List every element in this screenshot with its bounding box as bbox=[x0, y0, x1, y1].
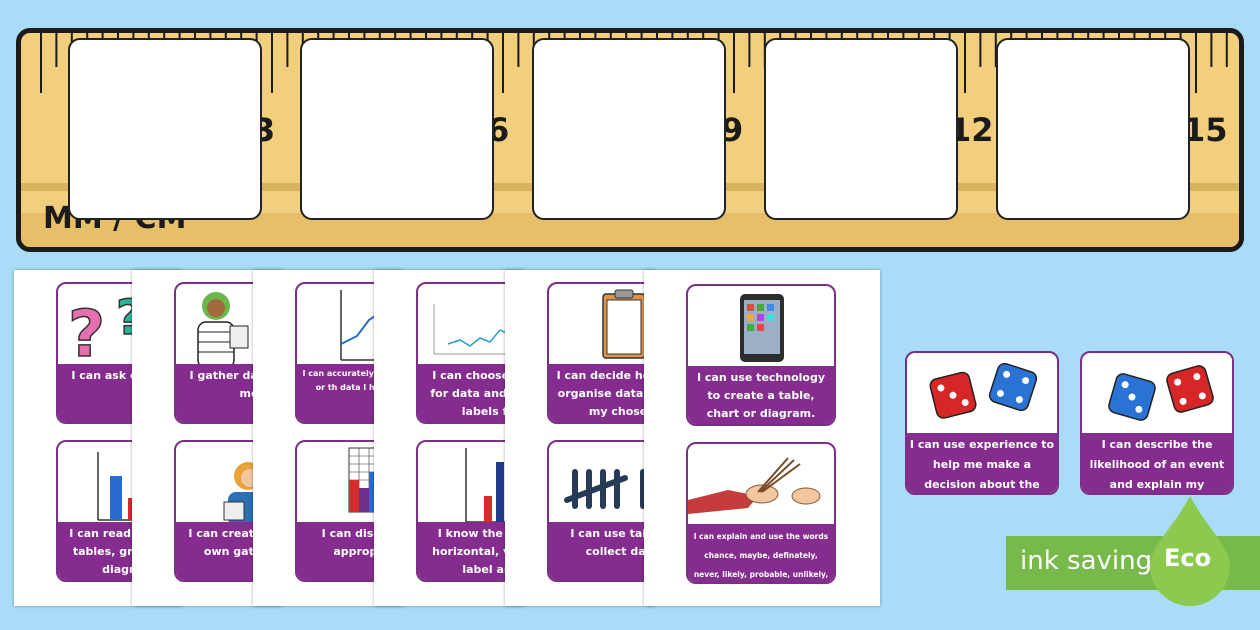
likelihood-card[interactable]: I can describe the likelihood of an even… bbox=[1080, 351, 1234, 495]
eco-leaf-icon bbox=[1150, 496, 1230, 606]
skill-card[interactable]: I know the words horizontal, vertical la… bbox=[416, 440, 524, 582]
blank-slot[interactable] bbox=[764, 38, 958, 220]
skill-card[interactable]: I can use tally to collect data bbox=[547, 440, 655, 582]
svg-text:?: ? bbox=[68, 298, 105, 368]
card-text: I can use technology to create a table, … bbox=[688, 366, 834, 424]
card-sheet: I can choose a title for data and simple… bbox=[374, 270, 524, 606]
dice-icon bbox=[1108, 365, 1214, 421]
question-marks-icon: ? ? bbox=[67, 289, 144, 368]
likelihood-card[interactable]: I can use experience to help me make a d… bbox=[905, 351, 1059, 495]
card-text: I can decide how and organise data justi… bbox=[549, 364, 655, 422]
eco-label: Eco bbox=[1164, 544, 1212, 572]
ink-saving-text: ink saving bbox=[1020, 546, 1153, 576]
dice-icon bbox=[929, 362, 1038, 419]
card-text: I can explain and use the words chance, … bbox=[688, 524, 834, 582]
girl-with-clipboard-icon bbox=[197, 292, 249, 368]
card-text: I can describe the likelihood of an even… bbox=[1082, 433, 1232, 493]
skill-card[interactable]: I can explain and use the words chance, … bbox=[686, 442, 836, 584]
blank-slot[interactable] bbox=[532, 38, 726, 220]
clipboard-icon bbox=[602, 289, 646, 359]
tally-marks-icon bbox=[564, 469, 646, 509]
skill-card[interactable]: I can decide how and organise data justi… bbox=[547, 282, 655, 424]
tablet-icon bbox=[740, 294, 784, 362]
ruler-number: 15 bbox=[1183, 111, 1228, 149]
blank-slot[interactable] bbox=[996, 38, 1190, 220]
ruler-number: 9 bbox=[721, 111, 744, 149]
drawing-straws-icon bbox=[688, 457, 821, 514]
card-sheet: I can use technology to create a table, … bbox=[644, 270, 880, 606]
blank-slot[interactable] bbox=[300, 38, 494, 220]
card-sheet: I can decide how and organise data justi… bbox=[505, 270, 655, 606]
blank-slot[interactable] bbox=[68, 38, 262, 220]
skill-card[interactable]: I can use technology to create a table, … bbox=[686, 284, 836, 426]
card-text: I can use experience to help me make a d… bbox=[907, 433, 1057, 493]
card-text: I can use tally to collect data bbox=[549, 522, 655, 580]
